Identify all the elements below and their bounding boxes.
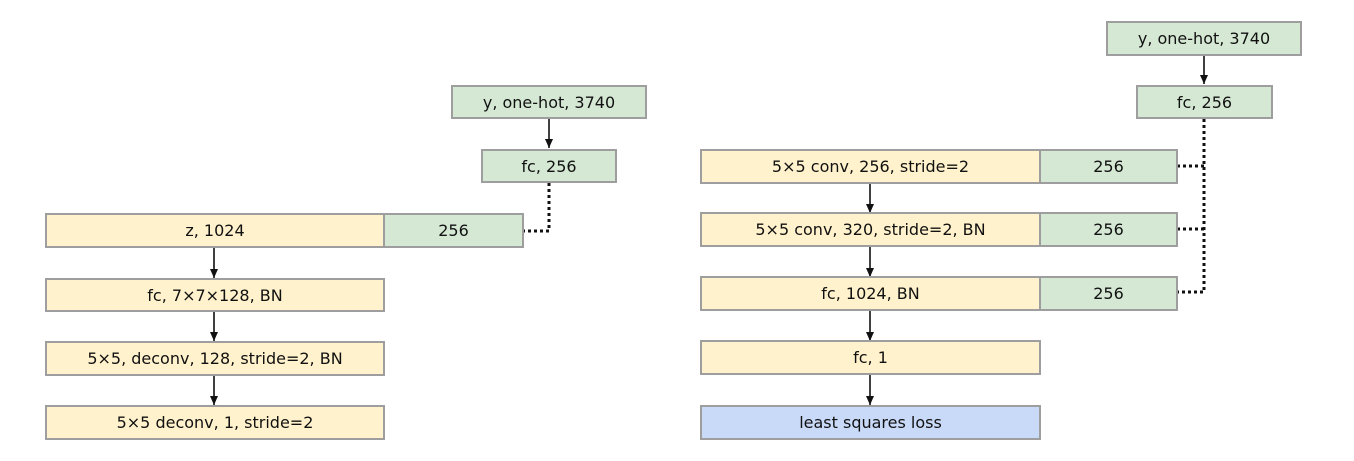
gen-layer-deconv2: 5×5 deconv, 1, stride=2 [45, 405, 385, 440]
disc-label-input: y, one-hot, 3740 [1106, 21, 1302, 56]
disc-loss: least squares loss [700, 405, 1041, 440]
gen-noise-concat: 256 [383, 213, 524, 248]
disc-concat-2: 256 [1039, 212, 1178, 247]
gen-label-fc: fc, 256 [481, 149, 617, 183]
gen-noise-input: z, 1024 [45, 213, 385, 248]
disc-layer-conv1: 5×5 conv, 256, stride=2 [700, 149, 1041, 184]
disc-layer-fc1024: fc, 1024, BN [700, 276, 1041, 311]
disc-layer-fc1: fc, 1 [700, 340, 1041, 375]
gen-layer-deconv1: 5×5, deconv, 128, stride=2, BN [45, 341, 385, 376]
gen-label-input: y, one-hot, 3740 [451, 85, 647, 119]
dotted-link-gen-fc-to-concat [523, 183, 551, 233]
gen-layer-fc: fc, 7×7×128, BN [45, 278, 385, 312]
dotted-link-disc-fc-to-concat [1177, 119, 1206, 294]
disc-label-fc: fc, 256 [1136, 85, 1273, 119]
disc-layer-conv2: 5×5 conv, 320, stride=2, BN [700, 212, 1041, 247]
disc-concat-1: 256 [1039, 149, 1178, 184]
disc-concat-3: 256 [1039, 276, 1178, 311]
